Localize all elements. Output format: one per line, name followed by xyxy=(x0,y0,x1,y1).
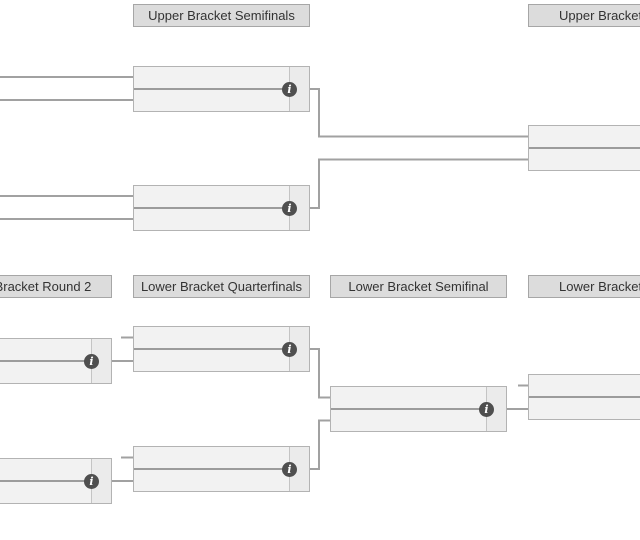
match-info-icon[interactable]: i xyxy=(282,82,297,97)
match-info-icon[interactable]: i xyxy=(282,462,297,477)
round-header-lb-round2: Lower Bracket Round 2 xyxy=(0,275,112,298)
match-ub-final xyxy=(528,125,640,171)
match-ub-semifinal-1: i xyxy=(133,66,310,112)
team-slot-top xyxy=(134,67,309,90)
match-lb-quarterfinal-2: i xyxy=(133,446,310,492)
round-header-lb-quarterfinals: Lower Bracket Quarterfinals xyxy=(133,275,310,298)
match-info-icon[interactable]: i xyxy=(282,342,297,357)
team-slot-top xyxy=(331,387,506,410)
match-info-icon[interactable]: i xyxy=(282,201,297,216)
team-slot-top xyxy=(529,375,640,398)
match-lb-round2-1: i xyxy=(0,338,112,384)
team-slot-top xyxy=(0,459,111,482)
connector-ubsf1-to-ubfinal xyxy=(310,88,528,138)
round-header-label: Lower Bracket Semifinal xyxy=(348,279,489,294)
match-lb-semifinal: i xyxy=(330,386,507,432)
round-header-lb-final: Lower Bracket Final xyxy=(528,275,640,298)
team-slot-bottom xyxy=(529,398,640,419)
match-info-icon[interactable]: i xyxy=(84,474,99,489)
round-header-ub-final: Upper Bracket Final xyxy=(528,4,640,27)
team-slot-top xyxy=(134,327,309,350)
match-lb-round2-2: i xyxy=(0,458,112,504)
match-lb-final xyxy=(528,374,640,420)
round-header-label: Lower Bracket Quarterfinals xyxy=(140,279,303,294)
connector-ubsf2-to-ubfinal xyxy=(310,158,528,209)
team-slot-top xyxy=(134,447,309,470)
match-lb-quarterfinal-1: i xyxy=(133,326,310,372)
round-header-label: Upper Bracket Final xyxy=(559,8,640,23)
team-slot-top xyxy=(0,339,111,362)
match-ub-semifinal-2: i xyxy=(133,185,310,231)
team-slot-bottom xyxy=(529,149,640,170)
connector-lbqf1-to-lbsf xyxy=(310,348,330,399)
team-slot-top xyxy=(134,186,309,209)
match-info-icon[interactable]: i xyxy=(479,402,494,417)
round-header-label: Lower Bracket Final xyxy=(559,279,640,294)
round-header-lb-semifinal: Lower Bracket Semifinal xyxy=(330,275,507,298)
connector-lbqf2-to-lbsf xyxy=(310,419,330,470)
round-header-label: Upper Bracket Semifinals xyxy=(148,8,295,23)
round-header-label: Lower Bracket Round 2 xyxy=(0,279,92,294)
round-header-ub-semifinals: Upper Bracket Semifinals xyxy=(133,4,310,27)
team-slot-top xyxy=(529,126,640,149)
match-info-icon[interactable]: i xyxy=(84,354,99,369)
